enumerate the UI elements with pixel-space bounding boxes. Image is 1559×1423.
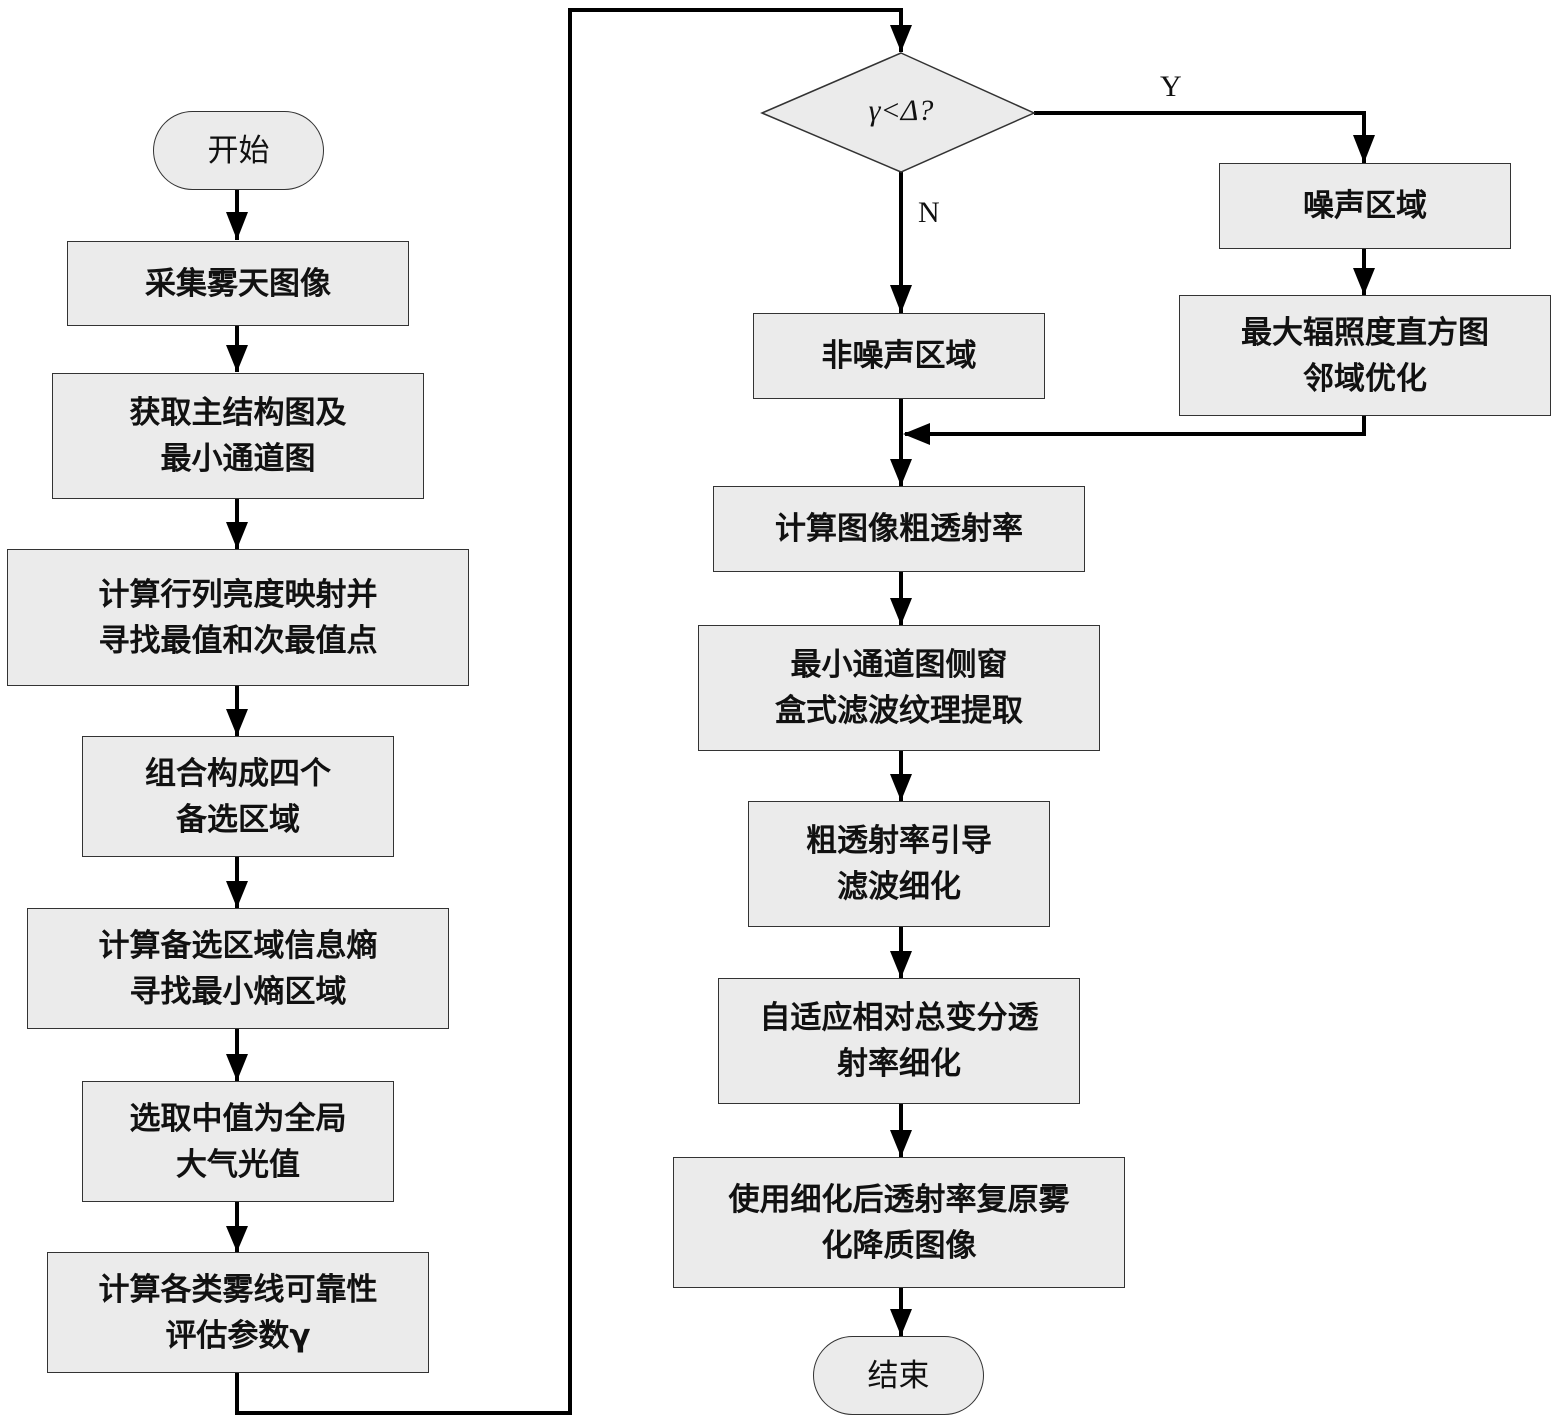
restore-image-line2: 化降质图像 (821, 1227, 977, 1264)
coarse-transmission-node: 计算图像粗透射率 (713, 486, 1085, 572)
structure-map-node: 获取主结构图及 最小通道图 (52, 373, 424, 499)
arrowhead (890, 1309, 912, 1336)
arrowhead (890, 1130, 912, 1157)
structure-map-line1: 获取主结构图及 (129, 395, 347, 431)
arrowhead (226, 1054, 248, 1081)
arrowhead (903, 423, 930, 445)
arrowhead (226, 345, 248, 372)
edge-decision-yes (1034, 111, 1366, 163)
atmospheric-light-node: 选取中值为全局 大气光值 (82, 1081, 394, 1202)
arrowhead (890, 951, 912, 978)
histogram-node: 最大辐照度直方图 邻域优化 (1179, 295, 1551, 416)
restore-image-node: 使用细化后透射率复原雾 化降质图像 (673, 1157, 1125, 1288)
texture-extraction-node: 最小通道图侧窗 盒式滤波纹理提取 (698, 625, 1100, 751)
edge-reliability-decision (235, 8, 903, 1415)
arrowhead (226, 212, 248, 240)
start-label: 开始 (207, 132, 270, 169)
yes-label: Y (1160, 70, 1182, 103)
arrowhead (226, 881, 248, 908)
collect-image-label: 采集雾天图像 (145, 265, 331, 302)
end-node: 结束 (813, 1336, 984, 1415)
coarse-transmission-label: 计算图像粗透射率 (775, 511, 1023, 547)
combine-regions-line2: 备选区域 (176, 801, 300, 838)
arrowhead (226, 709, 248, 736)
histogram-line1: 最大辐照度直方图 (1241, 314, 1489, 351)
guided-filter-line1: 粗透射率引导 (806, 823, 992, 859)
total-variation-node: 自适应相对总变分透 射率细化 (718, 978, 1080, 1104)
reliability-node: 计算各类雾线可靠性 评估参数γ (47, 1252, 429, 1373)
structure-map-line2: 最小通道图 (160, 441, 316, 477)
arrowhead (890, 598, 912, 625)
texture-extraction-line1: 最小通道图侧窗 (790, 647, 1008, 683)
total-variation-line2: 射率细化 (837, 1046, 961, 1082)
no-label: N (918, 196, 940, 229)
noise-region-node: 噪声区域 (1219, 163, 1511, 249)
arrowhead (890, 285, 912, 313)
reliability-line1: 计算各类雾线可靠性 (98, 1271, 378, 1308)
combine-regions-line1: 组合构成四个 (145, 755, 331, 792)
decision-label: γ<Δ? (868, 94, 934, 127)
arrowhead (890, 774, 912, 801)
histogram-line2: 邻域优化 (1303, 360, 1427, 397)
entropy-line1: 计算备选区域信息熵 (98, 927, 378, 964)
guided-filter-node: 粗透射率引导 滤波细化 (748, 801, 1050, 927)
arrowhead (1353, 268, 1375, 295)
collect-image-node: 采集雾天图像 (67, 241, 409, 326)
arrowhead (890, 459, 912, 486)
entropy-line2: 寻找最小熵区域 (129, 973, 347, 1010)
brightness-map-node: 计算行列亮度映射并 寻找最值和次最值点 (7, 549, 469, 686)
non-noise-region-label: 非噪声区域 (821, 338, 977, 374)
brightness-map-line1: 计算行列亮度映射并 (98, 576, 378, 613)
non-noise-region-node: 非噪声区域 (753, 313, 1045, 399)
atmospheric-light-line1: 选取中值为全局 (129, 1100, 347, 1137)
noise-region-label: 噪声区域 (1303, 188, 1427, 224)
brightness-map-line2: 寻找最值和次最值点 (98, 622, 378, 659)
guided-filter-line2: 滤波细化 (837, 869, 961, 905)
arrowhead (226, 1226, 248, 1252)
edge-histogram-merge (905, 416, 1366, 436)
end-label: 结束 (867, 1357, 930, 1394)
entropy-node: 计算备选区域信息熵 寻找最小熵区域 (27, 908, 449, 1029)
restore-image-line1: 使用细化后透射率复原雾 (728, 1181, 1070, 1218)
texture-extraction-line2: 盒式滤波纹理提取 (775, 693, 1023, 729)
decision-diamond (760, 52, 1036, 173)
start-node: 开始 (153, 111, 324, 190)
arrowhead (1353, 135, 1375, 163)
combine-regions-node: 组合构成四个 备选区域 (82, 736, 394, 857)
atmospheric-light-line2: 大气光值 (176, 1146, 300, 1183)
arrowhead (890, 25, 912, 52)
reliability-line2: 评估参数γ (165, 1317, 311, 1354)
total-variation-line1: 自适应相对总变分透 (759, 1000, 1039, 1036)
arrowhead (226, 522, 248, 549)
